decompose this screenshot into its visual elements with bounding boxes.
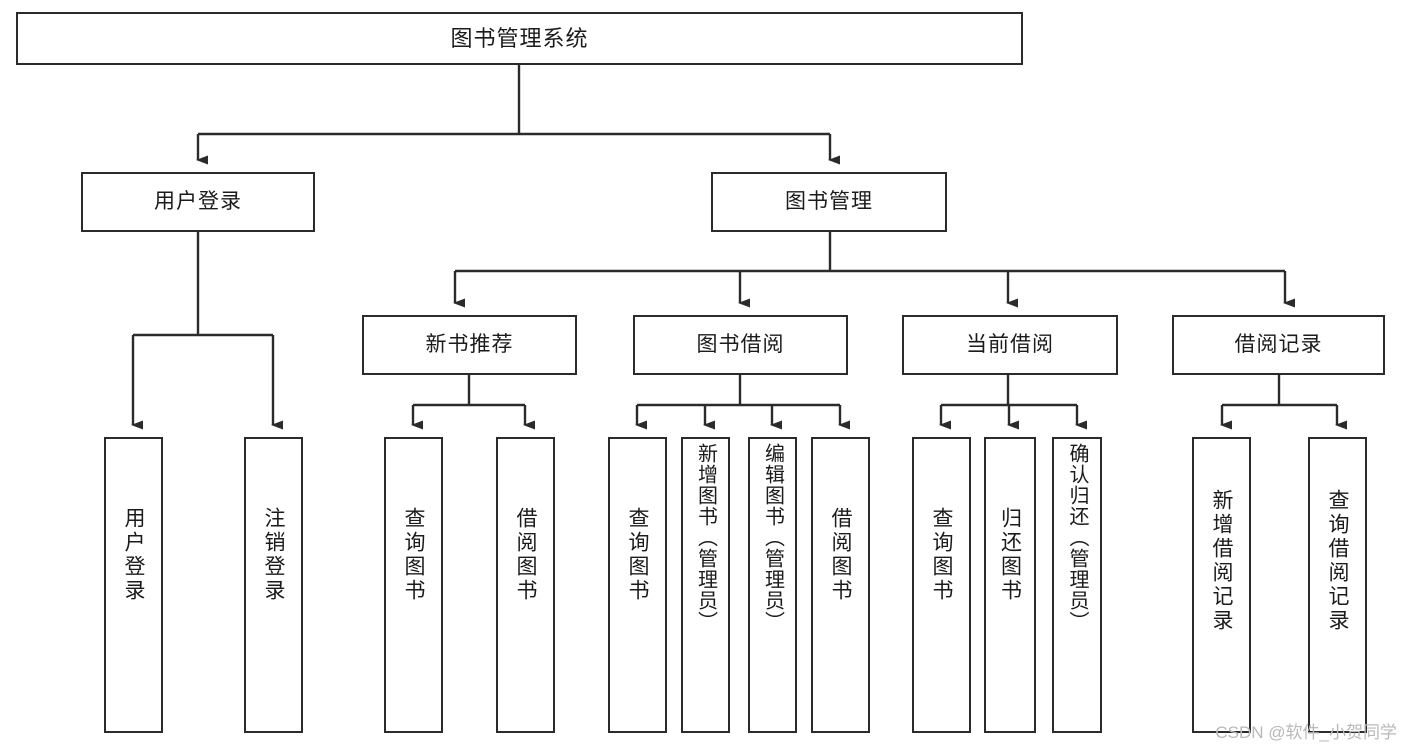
node-leaf-add-book-admin[interactable]: 新增图书（管理员） — [681, 437, 730, 733]
node-label: 注销登录 — [262, 507, 285, 603]
node-label: 图书管理 — [785, 189, 873, 213]
node-label: 当前借阅 — [966, 332, 1054, 356]
node-leaf-return-book[interactable]: 归还图书 — [984, 437, 1036, 733]
node-label: 用户登录 — [122, 507, 145, 603]
node-label: 归还图书 — [998, 507, 1022, 603]
node-leaf-logout-login[interactable]: 注销登录 — [244, 437, 303, 733]
node-leaf-query-book-3[interactable]: 查询图书 — [912, 437, 971, 733]
node-leaf-borrow-book-1[interactable]: 借阅图书 — [496, 437, 555, 733]
node-borrow-record[interactable]: 借阅记录 — [1172, 315, 1385, 375]
node-leaf-confirm-return-admin[interactable]: 确认归还（管理员） — [1052, 437, 1102, 733]
node-label: 查询图书 — [930, 507, 953, 603]
node-leaf-query-borrow-record[interactable]: 查询借阅记录 — [1308, 437, 1367, 733]
node-label: 用户登录 — [154, 189, 242, 213]
node-label: 新增图书（管理员） — [694, 443, 717, 632]
node-current-borrow[interactable]: 当前借阅 — [902, 315, 1118, 375]
node-label: 新书推荐 — [425, 332, 514, 356]
node-label: 确认归还（管理员） — [1066, 443, 1088, 632]
node-book-management[interactable]: 图书管理 — [711, 172, 947, 232]
node-root-book-management-system[interactable]: 图书管理系统 — [16, 12, 1023, 65]
watermark-text: CSDN @软件_小贺同学 — [1215, 723, 1397, 742]
node-leaf-add-borrow-record[interactable]: 新增借阅记录 — [1192, 437, 1251, 733]
node-leaf-user-login[interactable]: 用户登录 — [104, 437, 163, 733]
node-label: 查询借阅记录 — [1326, 489, 1349, 633]
node-label: 借阅图书 — [829, 507, 852, 603]
node-leaf-borrow-book-2[interactable]: 借阅图书 — [811, 437, 870, 733]
node-label: 编辑图书（管理员） — [761, 443, 784, 632]
node-label: 查询图书 — [626, 507, 649, 603]
node-label: 图书管理系统 — [450, 25, 589, 51]
node-label: 借阅记录 — [1234, 332, 1323, 356]
node-label: 图书借阅 — [696, 332, 785, 356]
node-label: 查询图书 — [402, 507, 425, 603]
node-leaf-edit-book-admin[interactable]: 编辑图书（管理员） — [748, 437, 797, 733]
node-user-login[interactable]: 用户登录 — [81, 172, 315, 232]
node-new-book-recommend[interactable]: 新书推荐 — [362, 315, 577, 375]
node-book-borrow[interactable]: 图书借阅 — [633, 315, 848, 375]
node-leaf-query-book-1[interactable]: 查询图书 — [384, 437, 443, 733]
node-label: 借阅图书 — [514, 507, 537, 603]
node-label: 新增借阅记录 — [1210, 489, 1233, 633]
node-leaf-query-book-2[interactable]: 查询图书 — [608, 437, 667, 733]
